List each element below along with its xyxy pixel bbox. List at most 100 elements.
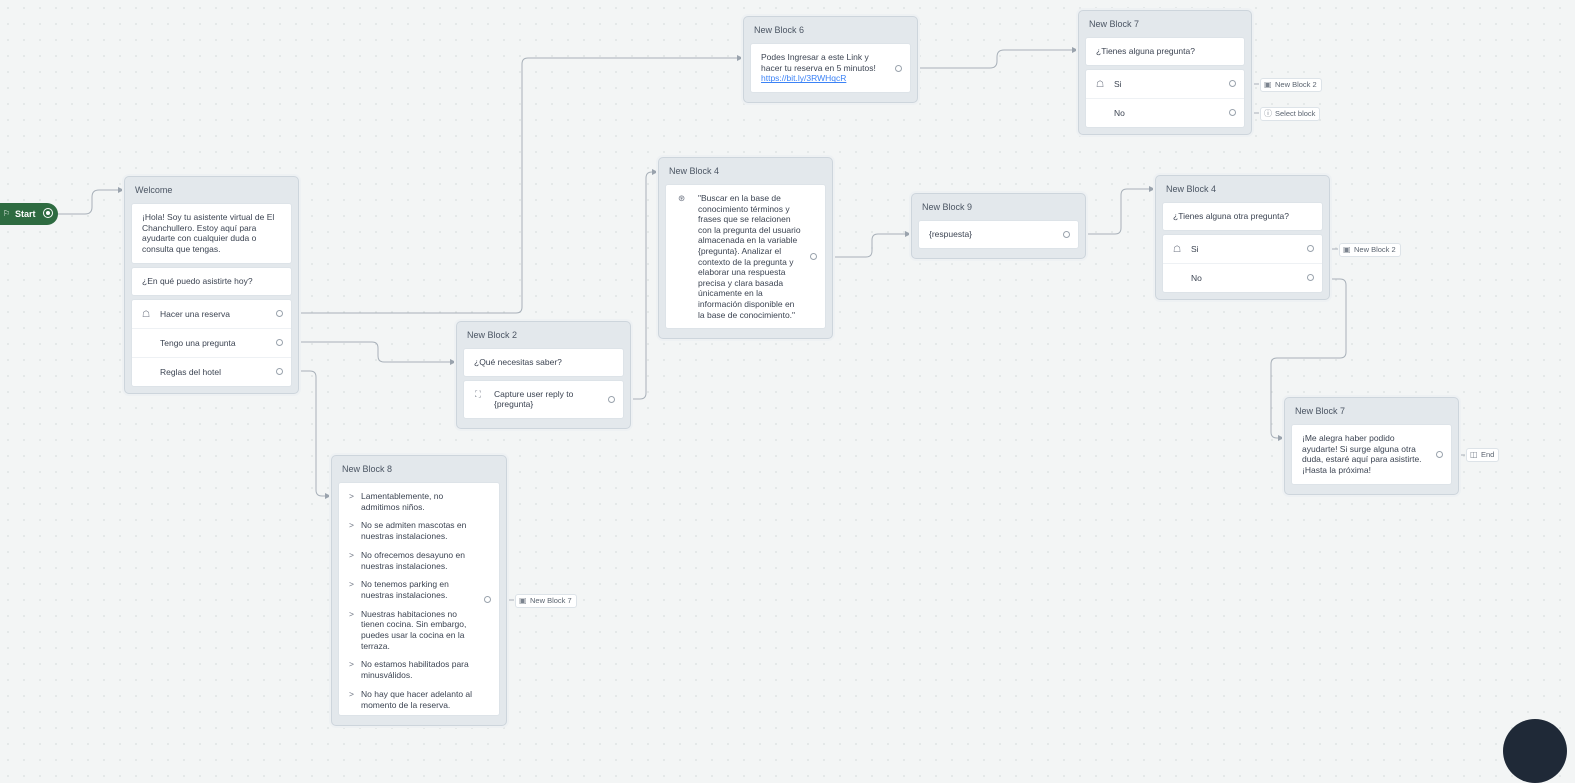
choice-port[interactable] — [276, 339, 283, 347]
choice-label: Reglas del hotel — [160, 366, 221, 377]
edge-reglas-b8 — [296, 370, 331, 499]
choice-port[interactable] — [276, 310, 283, 318]
choice-port[interactable] — [1229, 80, 1236, 88]
tag-label: New Block 2 — [1275, 80, 1317, 89]
text-bubble[interactable]: ¿Tienes alguna pregunta? — [1085, 37, 1245, 66]
tag-label: New Block 2 — [1354, 245, 1396, 254]
chevron-right-icon: > — [349, 579, 354, 590]
buttons-icon: ☖ — [1173, 243, 1182, 254]
text-input-icon: ⛶ — [475, 388, 481, 399]
reservation-link[interactable]: https://bit.ly/3RWHqcR — [761, 73, 847, 84]
block-title: New Block 4 — [669, 166, 720, 176]
chevron-right-icon: > — [349, 491, 354, 501]
block-new-block-4-ai[interactable]: New Block 4 ⊛ "Buscar en la base de cono… — [658, 157, 833, 340]
jump-tag[interactable]: ▣ New Block 7 — [515, 594, 577, 608]
prompt-text: "Buscar en la base de conocimiento térmi… — [698, 193, 801, 320]
block-title: New Block 4 — [1166, 184, 1217, 194]
choice-group[interactable]: ☖ Si No — [1085, 68, 1245, 128]
text-bubble[interactable]: Podes Ingresar a este Link y hacer tu re… — [750, 43, 911, 94]
chevron-right-icon: > — [349, 520, 354, 531]
block-new-block-4[interactable]: New Block 4 ¿Tienes alguna otra pregunta… — [1155, 175, 1330, 300]
list-item: >Nuestras habitaciones no tienen cocina.… — [349, 608, 467, 651]
list-item: >No se admiten mascotas en nuestras inst… — [349, 520, 467, 542]
buttons-icon: ☖ — [1096, 78, 1105, 89]
chevron-right-icon: > — [349, 608, 354, 619]
choice-no[interactable]: No — [1086, 99, 1244, 127]
list-item: >No estamos habilitados para minusválido… — [349, 659, 469, 681]
block-port[interactable] — [608, 395, 615, 403]
choice-port[interactable] — [1307, 274, 1314, 282]
edge-start-welcome — [58, 187, 124, 215]
ai-prompt-card[interactable]: ⊛ "Buscar en la base de conocimiento tér… — [665, 184, 826, 330]
list-item: >Lamentablemente, no admitimos niños. — [349, 491, 444, 512]
select-block-tag[interactable]: ⓘ Select block — [1260, 107, 1321, 121]
block-welcome[interactable]: Welcome ¡Hola! Soy tu asistente virtual … — [124, 176, 299, 394]
text-bubble[interactable]: {respuesta} — [918, 220, 1079, 249]
choice-label: Si — [1191, 243, 1199, 254]
end-icon: ◫ — [1470, 450, 1478, 459]
block-new-block-7[interactable]: New Block 7 ¿Tienes alguna pregunta? ☖ S… — [1078, 10, 1252, 135]
chevron-right-icon: > — [349, 659, 354, 670]
edge-b4-b9 — [830, 231, 911, 258]
choice-port[interactable] — [276, 368, 283, 376]
tag-label: Select block — [1275, 109, 1316, 118]
block-link-icon: ▣ — [1343, 245, 1351, 254]
choice-label: No — [1191, 272, 1202, 283]
block-title: New Block 7 — [1089, 19, 1140, 29]
jump-tag[interactable]: ▣ New Block 2 — [1260, 78, 1322, 92]
text-bubble[interactable]: ¡Me alegra haber podido ayudarte! Si sur… — [1291, 424, 1452, 485]
info-icon: ⓘ — [1264, 109, 1272, 118]
choice-port[interactable] — [1229, 109, 1236, 117]
start-node[interactable]: ⚐ Start — [0, 203, 58, 225]
choice-si[interactable]: ☖ Si — [1086, 70, 1244, 99]
choice-si[interactable]: ☖ Si — [1163, 235, 1322, 264]
block-new-block-2[interactable]: New Block 2 ¿Qué necesitas saber? ⛶ Capt… — [456, 321, 631, 430]
choice-port[interactable] — [1307, 245, 1314, 253]
list-item: >No hay que hacer adelanto al momento de… — [349, 688, 473, 710]
block-port[interactable] — [484, 595, 491, 603]
block-title: New Block 9 — [922, 202, 973, 212]
list-item: >No tenemos parking en nuestras instalac… — [349, 579, 449, 600]
list-item: >No ofrecemos desayuno en nuestras insta… — [349, 549, 465, 571]
edge-pregunta-b2 — [296, 341, 456, 365]
message-text: {respuesta} — [929, 229, 973, 239]
text-bubble[interactable]: ¿Tienes alguna otra pregunta? — [1162, 202, 1323, 231]
openai-icon: ⊛ — [678, 193, 686, 203]
rules-list[interactable]: >Lamentablemente, no admitimos niños. >N… — [338, 482, 500, 716]
block-title: New Block 7 — [1295, 406, 1346, 416]
start-port[interactable] — [44, 209, 52, 217]
block-new-block-7-end[interactable]: New Block 7 ¡Me alegra haber podido ayud… — [1284, 397, 1459, 495]
text-bubble[interactable]: ¿Qué necesitas saber? — [463, 348, 624, 377]
block-new-block-8[interactable]: New Block 8 >Lamentablemente, no admitim… — [331, 455, 507, 726]
block-port[interactable] — [1436, 450, 1443, 458]
chevron-right-icon: > — [349, 688, 354, 699]
block-link-icon: ▣ — [1264, 80, 1272, 89]
edge-b9-b4b — [1086, 186, 1155, 235]
text-bubble[interactable]: ¿En qué puedo asistirte hoy? — [131, 266, 292, 296]
choice-label: Hacer una reserva — [160, 308, 230, 319]
text-bubble[interactable]: ¡Hola! Soy tu asistente virtual de El Ch… — [131, 203, 292, 264]
choice-hacer-reserva[interactable]: ☖ Hacer una reserva — [132, 300, 291, 329]
choice-label: No — [1114, 107, 1125, 118]
choice-tengo-pregunta[interactable]: Tengo una pregunta — [132, 329, 291, 358]
block-title: New Block 8 — [342, 464, 393, 474]
block-port[interactable] — [810, 253, 817, 261]
choice-group[interactable]: ☖ Hacer una reserva Tengo una pregunta R… — [131, 298, 292, 387]
block-title: Welcome — [135, 185, 173, 195]
jump-tag[interactable]: ▣ New Block 2 — [1339, 243, 1401, 257]
buttons-icon: ☖ — [142, 308, 151, 319]
message-text: Podes Ingresar a este Link y hacer tu re… — [761, 52, 876, 73]
choice-label: Si — [1114, 78, 1122, 89]
block-new-block-6[interactable]: New Block 6 Podes Ingresar a este Link y… — [743, 16, 918, 104]
end-tag[interactable]: ◫ End — [1466, 448, 1500, 462]
block-port[interactable] — [1063, 230, 1070, 238]
choice-label: Tengo una pregunta — [160, 337, 236, 348]
block-port[interactable] — [895, 64, 902, 72]
block-new-block-9[interactable]: New Block 9 {respuesta} — [911, 193, 1086, 259]
choice-no[interactable]: No — [1163, 264, 1322, 292]
choice-group[interactable]: ☖ Si No — [1162, 233, 1323, 293]
text-input-card[interactable]: ⛶ Capture user reply to {pregunta} — [463, 379, 624, 420]
help-bubble-button[interactable] — [1503, 719, 1567, 783]
edge-b2-b4 — [630, 169, 658, 400]
choice-reglas-hotel[interactable]: Reglas del hotel — [132, 358, 291, 386]
